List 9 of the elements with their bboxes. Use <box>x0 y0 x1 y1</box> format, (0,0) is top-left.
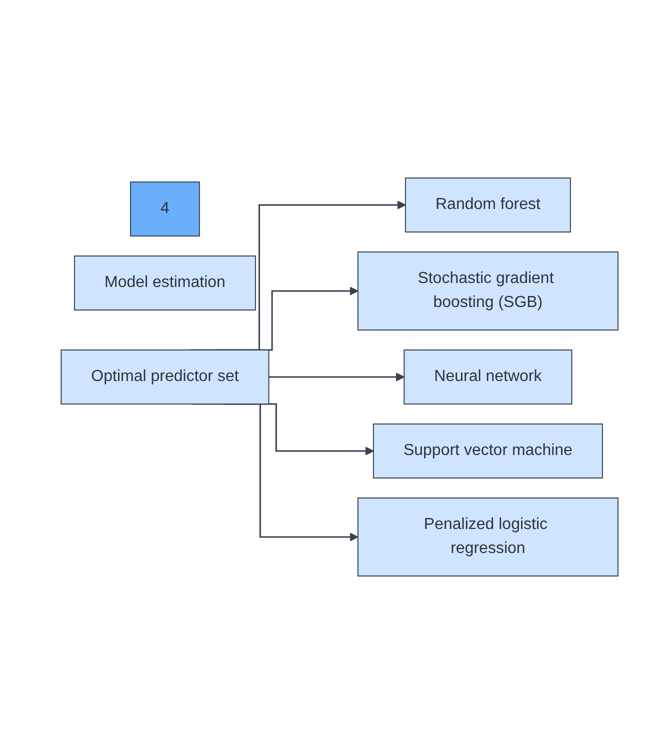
node-box: Support vector machine <box>372 424 602 478</box>
node-box: 4 <box>130 182 200 236</box>
node-box: Random forest <box>404 178 570 232</box>
arrow <box>268 372 404 382</box>
node-box: Neural network <box>403 350 572 404</box>
node-box: Stochastic gradient boosting (SGB) <box>356 252 618 330</box>
node-box: Model estimation <box>74 256 256 310</box>
node-box: Optimal predictor set <box>60 350 269 404</box>
node-box: Penalized logistic regression <box>356 498 618 576</box>
